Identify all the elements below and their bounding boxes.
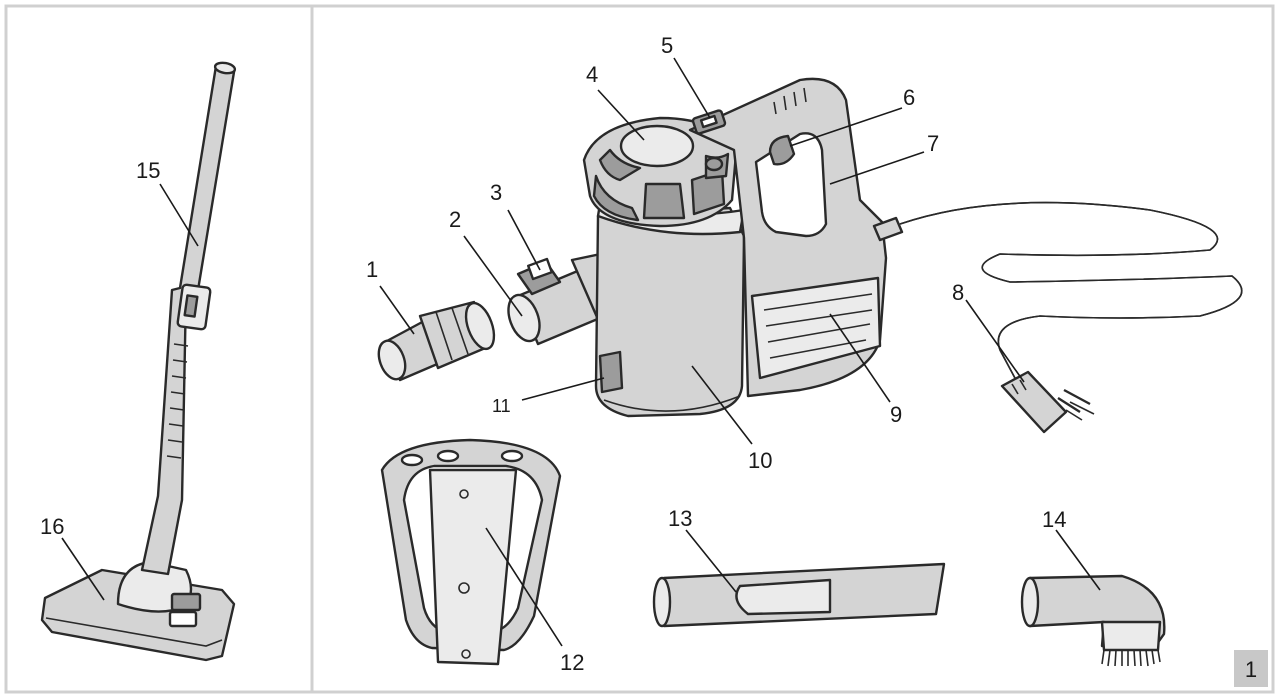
callout-15: 15 <box>136 158 160 183</box>
wall-bracket <box>380 438 562 666</box>
callout-14: 14 <box>1042 507 1066 532</box>
power-plug <box>1000 370 1095 434</box>
callout-3: 3 <box>490 180 502 205</box>
callout-16: 16 <box>40 514 64 539</box>
callout-4: 4 <box>586 62 598 87</box>
hose-adapter <box>377 300 496 382</box>
callout-6: 6 <box>903 85 915 110</box>
crevice-nozzle <box>652 562 946 628</box>
callout-labels: 1 2 3 4 5 6 7 8 9 10 11 12 13 14 15 16 <box>40 33 1066 675</box>
callout-12: 12 <box>560 650 584 675</box>
figure-number: 1 <box>1245 657 1257 682</box>
vacuum-main-body <box>582 77 904 418</box>
outer-frame <box>4 4 1275 694</box>
figure-number-badge: 1 <box>1234 650 1268 687</box>
callout-2: 2 <box>449 207 461 232</box>
callout-9: 9 <box>890 402 902 427</box>
floor-nozzle <box>40 560 236 662</box>
callout-5: 5 <box>661 33 673 58</box>
callout-13: 13 <box>668 506 692 531</box>
brush-nozzle <box>1020 574 1166 667</box>
power-cord <box>899 201 1243 381</box>
extension-tube <box>140 61 237 576</box>
leader-lines <box>61 57 1101 647</box>
callout-1: 1 <box>366 257 378 282</box>
callout-7: 7 <box>927 131 939 156</box>
callout-8: 8 <box>952 280 964 305</box>
callout-10: 10 <box>748 448 772 473</box>
callout-11: 11 <box>492 396 511 416</box>
